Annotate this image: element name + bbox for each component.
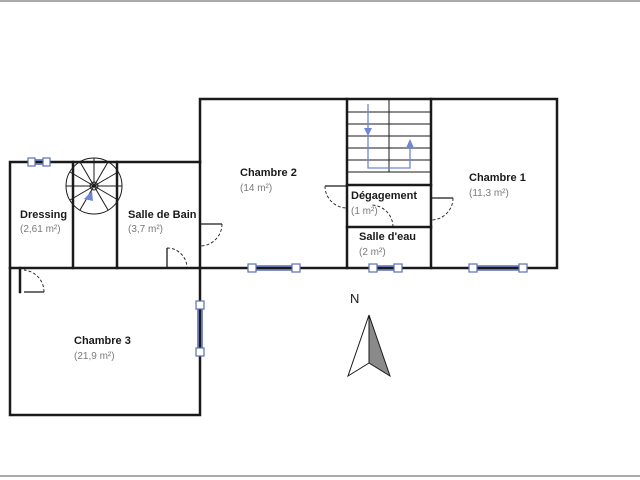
room-area: (21,9 m²) bbox=[74, 351, 115, 362]
window-salle-deau bbox=[368, 263, 403, 273]
room-area: (14 m²) bbox=[240, 183, 272, 194]
room-name: Chambre 2 bbox=[240, 167, 297, 179]
door-chambre1 bbox=[430, 197, 454, 221]
room-label-salle-deau: Salle d'eau (2 m²) bbox=[359, 231, 416, 258]
doors bbox=[23, 185, 454, 293]
room-name: Dressing bbox=[20, 209, 67, 221]
straight-staircase bbox=[347, 99, 431, 173]
room-label-chambre-2: Chambre 2 (14 m²) bbox=[240, 167, 297, 194]
room-name: Salle d'eau bbox=[359, 231, 416, 243]
room-name: Salle de Bain bbox=[128, 209, 197, 221]
room-area: (2,61 m²) bbox=[20, 224, 61, 235]
window-chambre3 bbox=[195, 300, 205, 357]
north-arrow-icon: N bbox=[347, 291, 391, 378]
room-area: (3,7 m²) bbox=[128, 224, 163, 235]
door-salle-de-bain bbox=[199, 223, 223, 247]
spiral-staircase-icon bbox=[65, 157, 123, 215]
room-name: Dégagement bbox=[351, 190, 417, 202]
window-dressing bbox=[27, 157, 51, 167]
room-label-degagement: Dégagement (1 m²) bbox=[351, 190, 417, 217]
window-chambre1 bbox=[468, 263, 528, 273]
windows bbox=[27, 157, 528, 357]
door-chambre2 bbox=[324, 185, 348, 209]
room-name: Chambre 3 bbox=[74, 335, 131, 347]
room-label-salle-de-bain: Salle de Bain (3,7 m²) bbox=[128, 209, 197, 235]
door-salle-deau bbox=[370, 204, 394, 228]
door-dressing bbox=[23, 269, 45, 293]
north-label: N bbox=[350, 291, 359, 306]
walls bbox=[8, 97, 559, 417]
window-chambre2 bbox=[247, 263, 301, 273]
room-area: (1 m²) bbox=[351, 206, 378, 217]
room-label-dressing: Dressing (2,61 m²) bbox=[20, 209, 67, 235]
room-label-chambre-1: Chambre 1 (11,3 m²) bbox=[469, 172, 526, 199]
door-bain-chambre3 bbox=[166, 247, 188, 269]
room-area: (11,3 m²) bbox=[469, 188, 509, 199]
room-label-chambre-3: Chambre 3 (21,9 m²) bbox=[74, 335, 131, 362]
room-name: Chambre 1 bbox=[469, 172, 526, 184]
room-area: (2 m²) bbox=[359, 247, 386, 258]
